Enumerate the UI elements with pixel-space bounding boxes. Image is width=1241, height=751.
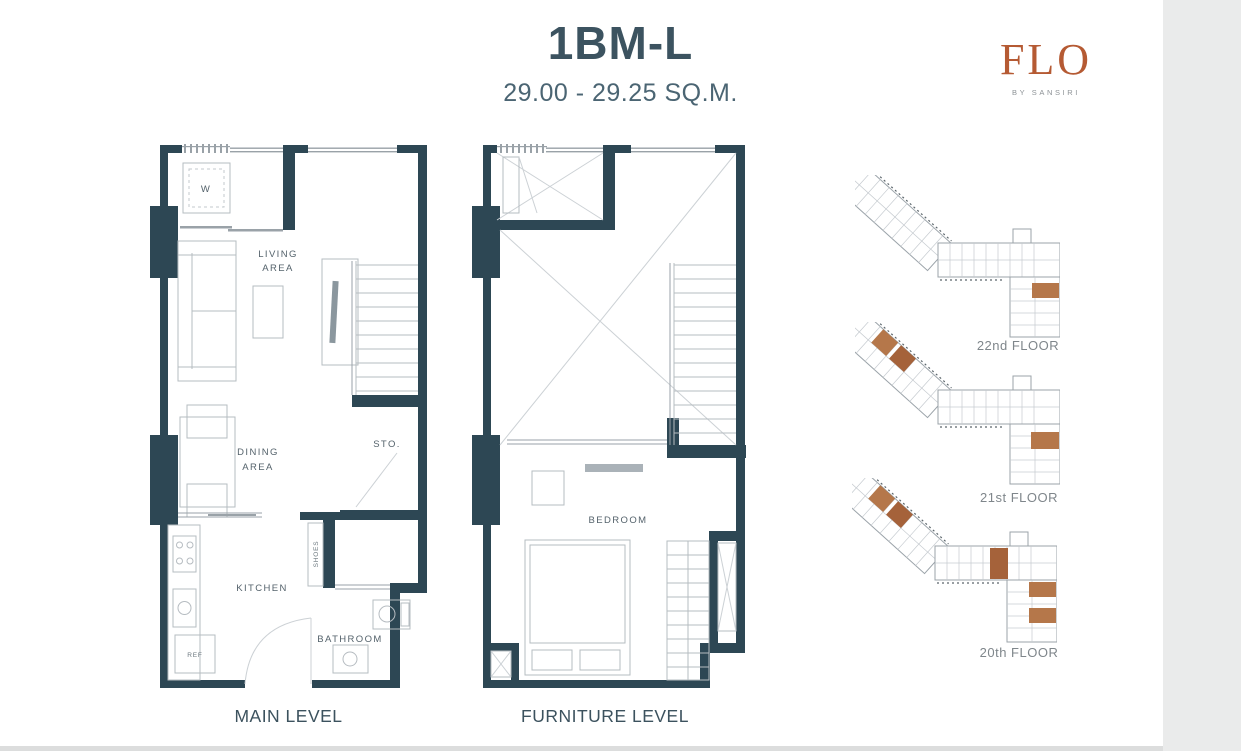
main-room-labels: W LIVING AREA DINING AREA STO. KITCHEN B… (187, 184, 401, 659)
highlighted-units-21st-wing (871, 329, 916, 373)
furniture-room-labels: BEDROOM (589, 515, 648, 526)
main-windows (182, 144, 397, 153)
svg-text:SHOES: SHOES (313, 541, 320, 568)
staircase-furniture (669, 263, 736, 445)
main-level-plan: W LIVING AREA DINING AREA STO. KITCHEN B… (150, 144, 427, 688)
sofa (177, 240, 237, 382)
page-bottom-border (0, 746, 1163, 751)
kitchen-counter (167, 524, 216, 681)
shoe-cabinet (307, 522, 324, 587)
svg-text:LIVING: LIVING (258, 249, 298, 260)
right-gray-panel (1163, 0, 1241, 751)
svg-text:AREA: AREA (242, 462, 273, 473)
storage-door-swing (355, 452, 398, 508)
svg-text:BATHROOM: BATHROOM (317, 634, 382, 645)
furniture-level-label: FURNITURE LEVEL (521, 706, 689, 726)
unit-area-subtitle: 29.00 - 29.25 SQ.M. (503, 79, 738, 107)
upper-closet (496, 152, 604, 221)
brand-tagline: BY SANSIRI (1012, 88, 1080, 97)
kitchen-partition (178, 512, 262, 518)
svg-text:REF: REF (187, 652, 202, 659)
brand-logo: FLO BY SANSIRI (996, 34, 1096, 97)
wardrobe (666, 540, 710, 681)
unit-type-title: 1BM-L (547, 17, 694, 69)
highlighted-units-22nd (1032, 283, 1059, 298)
svg-text:W: W (201, 184, 211, 195)
coffee-table (252, 285, 284, 339)
floor-label-21st: 21st FLOOR (980, 490, 1058, 505)
void-cross (499, 152, 737, 446)
tv-console (321, 258, 359, 366)
desk-and-railing (507, 439, 667, 506)
bed (524, 539, 631, 676)
staircase-main (351, 261, 418, 395)
highlighted-units-20th-block (990, 548, 1056, 623)
floor-label-22nd: 22nd FLOOR (976, 338, 1060, 353)
furniture-walls (472, 145, 746, 688)
main-level-label: MAIN LEVEL (234, 706, 343, 726)
washer-closet (180, 162, 283, 232)
bathroom-fixtures (332, 584, 411, 674)
svg-text:BEDROOM: BEDROOM (589, 515, 648, 526)
svg-text:KITCHEN: KITCHEN (236, 583, 288, 594)
dining-set (179, 404, 236, 518)
main-walls (150, 145, 427, 688)
highlighted-units-21st-block (1031, 432, 1059, 449)
key-plan-21st (855, 322, 1060, 485)
svg-text:STO.: STO. (373, 439, 401, 450)
entry-door-swing (244, 617, 312, 685)
key-plan-20th (852, 478, 1057, 643)
left-shaft (490, 650, 512, 678)
right-shaft (717, 542, 737, 632)
svg-text:AREA: AREA (262, 263, 293, 274)
floor-label-20th: 20th FLOOR (979, 645, 1059, 660)
furniture-windows (497, 144, 715, 153)
highlighted-units-20th-wing (868, 485, 913, 529)
key-plan-22nd (855, 175, 1060, 338)
flo-logo-text: FLO (999, 35, 1093, 84)
svg-text:DINING: DINING (237, 447, 279, 458)
furniture-level-plan: BEDROOM (472, 144, 746, 688)
